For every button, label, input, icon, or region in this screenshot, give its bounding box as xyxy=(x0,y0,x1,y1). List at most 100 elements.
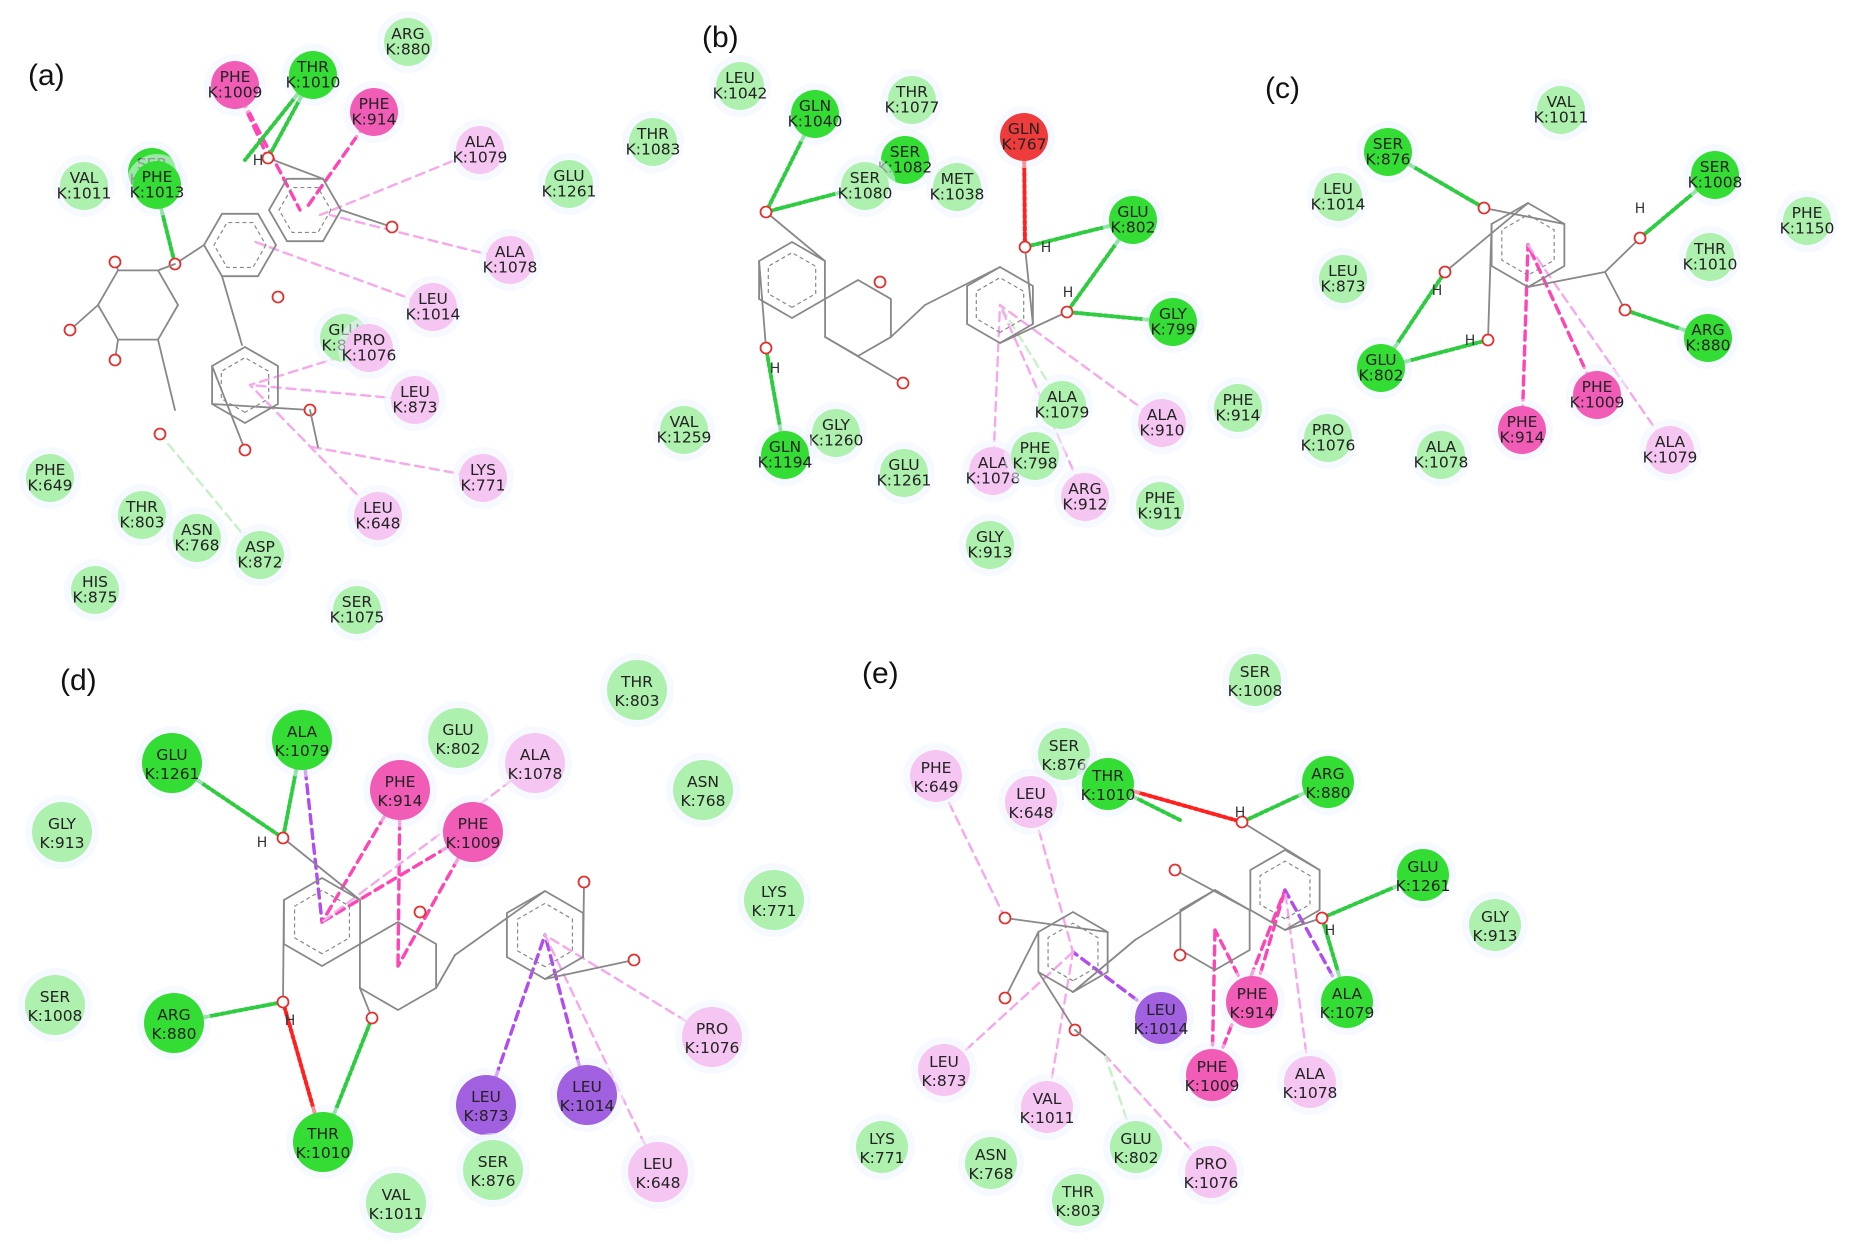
residue-circle xyxy=(1038,381,1086,429)
oxygen-atom xyxy=(998,991,1012,1005)
residue-circle xyxy=(841,162,889,210)
panel-label: (c) xyxy=(1265,72,1300,105)
residue-name: SER xyxy=(1700,158,1731,176)
residue-id: K:880 xyxy=(1306,784,1351,802)
residue-name: ARG xyxy=(1068,480,1101,498)
bond xyxy=(221,275,243,346)
residue-name: THR xyxy=(620,673,653,691)
residue-id: K:873 xyxy=(464,1107,509,1125)
bond xyxy=(267,157,324,180)
aromatic-ring-inner xyxy=(1501,214,1555,276)
residue-name: PHE xyxy=(1020,439,1051,457)
residue-circle xyxy=(1783,197,1831,245)
residue-id: K:799 xyxy=(1151,321,1196,339)
bond xyxy=(309,409,319,448)
residue-name: PHE xyxy=(1145,489,1176,507)
aromatic-ring-inner xyxy=(220,356,270,414)
residue-circle xyxy=(607,660,667,720)
residue-name: GLU xyxy=(156,746,187,764)
residue-circle xyxy=(1038,728,1090,780)
oxygen-atom xyxy=(413,905,427,919)
residue-id: K:913 xyxy=(968,544,1013,562)
residue-name: VAL xyxy=(1033,1090,1062,1108)
residue-name: SER xyxy=(342,593,373,611)
residue-name: ARG xyxy=(1691,321,1724,339)
residue-circle xyxy=(1302,756,1354,808)
residue-id: K:1014 xyxy=(560,1097,615,1115)
residue-name: PHE xyxy=(35,461,66,479)
bond xyxy=(1487,223,1493,341)
bond xyxy=(758,260,767,349)
residue-name: PHE xyxy=(1197,1058,1228,1076)
residue-circle xyxy=(1684,314,1732,362)
residue-circle xyxy=(910,750,962,802)
oxygen-atom xyxy=(1235,815,1249,829)
residue-id: K:1083 xyxy=(626,141,681,159)
residue-circle xyxy=(791,90,839,138)
residue-name: LEU xyxy=(1323,180,1353,198)
residue-id: K:802 xyxy=(436,740,481,758)
interaction-line xyxy=(1526,243,1672,452)
residue-name: PHE xyxy=(1792,204,1823,222)
residue-id: K:803 xyxy=(120,514,165,532)
residue-name: THR xyxy=(306,1125,339,1143)
residue-circle xyxy=(370,760,430,820)
residue-circle xyxy=(1686,233,1734,281)
residue-id: K:1079 xyxy=(1320,1004,1375,1022)
residue-id: K:873 xyxy=(393,399,438,417)
residue-id: K:1080 xyxy=(838,185,893,203)
hydrogen-atom: H xyxy=(285,1013,296,1029)
residue-name: PRO xyxy=(353,331,385,349)
aromatic-ring-inner xyxy=(1047,922,1099,982)
residue-circle xyxy=(236,531,284,579)
bond xyxy=(1604,237,1641,273)
residue-name: LEU xyxy=(929,1053,959,1071)
bond xyxy=(765,211,826,262)
residue-circle xyxy=(384,18,432,66)
residue-id: K:1079 xyxy=(275,742,330,760)
bond xyxy=(1604,271,1626,311)
residue-name: ALA xyxy=(1332,985,1363,1003)
aromatic-ring-inner xyxy=(213,221,267,269)
residue-circle xyxy=(1149,298,1197,346)
residue-circle xyxy=(1109,196,1157,244)
residue-name: GLY xyxy=(976,528,1005,546)
residue-circle xyxy=(918,1044,970,1096)
residue-circle xyxy=(428,708,488,768)
residue-id: K:876 xyxy=(1042,756,1087,774)
residue-id: K:648 xyxy=(356,515,401,533)
residue-name: LEU xyxy=(725,69,755,87)
residue-name: LYS xyxy=(761,883,787,901)
residue-circle xyxy=(761,431,809,479)
ring-a1 xyxy=(202,212,278,278)
residue-circle xyxy=(463,1140,523,1200)
residue-circle xyxy=(1186,1049,1238,1101)
panel-label: (e) xyxy=(862,657,899,690)
residue-name: GLY xyxy=(1159,305,1188,323)
residue-circle xyxy=(486,236,534,284)
residue-id: K:649 xyxy=(28,477,73,495)
residue-circle xyxy=(26,454,74,502)
residue-circle xyxy=(1185,1146,1237,1198)
